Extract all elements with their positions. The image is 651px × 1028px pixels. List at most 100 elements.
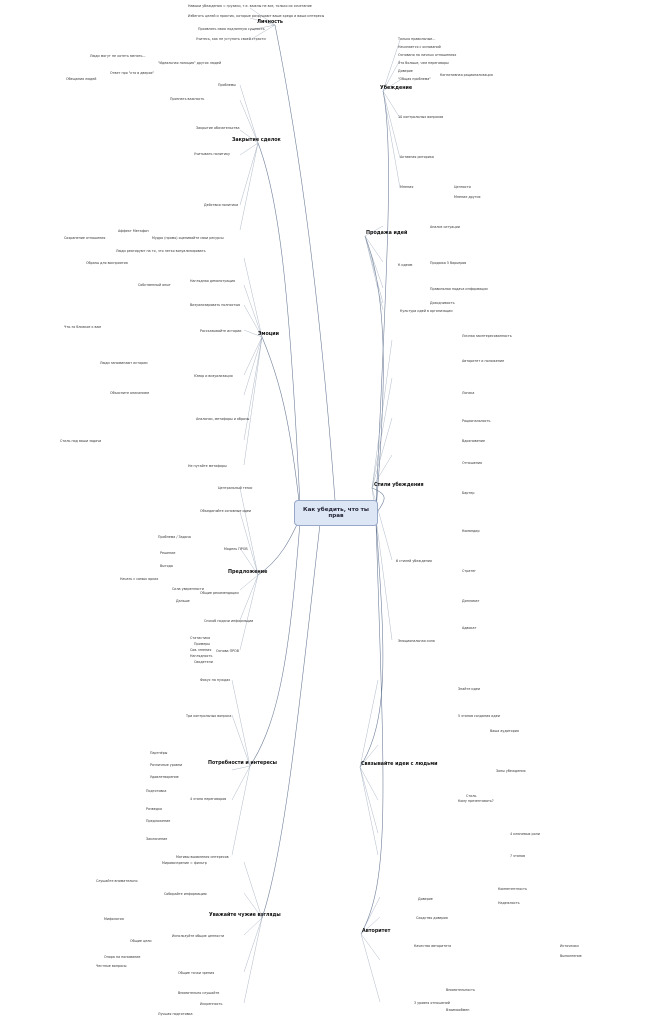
topic-ubezhdenie[interactable]: Убеждение — [380, 86, 413, 91]
leaf: Аффект Метафон — [118, 229, 149, 233]
leaf: Мнения — [400, 185, 414, 189]
leaf: Люди запоминают истории — [100, 361, 148, 365]
topic-potrebnosti[interactable]: Потребности и интересы — [208, 761, 277, 766]
leaf: Основа ПРОВ — [216, 649, 239, 653]
leaf: Люди реагируют на то, что легко визуализ… — [116, 249, 206, 253]
leaf: Не путайте метафоры — [188, 464, 227, 468]
leaf: Правильная подача информации — [430, 287, 488, 291]
leaf: Общие цели — [130, 939, 152, 943]
leaf: "Общая проблема" — [398, 77, 431, 81]
leaf: Модель ПРОВ — [224, 547, 248, 551]
leaf: Только правильные... — [398, 37, 436, 41]
leaf: Объединяйте основные идеи — [200, 509, 252, 513]
leaf: Зоны убеждения — [496, 769, 526, 773]
leaf: Общие точки зрения — [178, 971, 215, 975]
leaf: Источники — [560, 944, 579, 948]
leaf: Командир — [462, 529, 480, 533]
leaf: Культура идей в организации — [400, 309, 453, 313]
leaf: Мнение других — [454, 195, 481, 199]
leaf: Компетентность — [498, 887, 527, 891]
leaf: Учитесь, как не уступать своей страсти — [196, 37, 266, 41]
leaf: Собирайте информацию — [164, 892, 207, 896]
leaf: Партнёры — [150, 751, 168, 755]
central-topic[interactable]: Как убедить, что ты прав — [294, 500, 378, 526]
leaf: Разведка — [146, 807, 163, 811]
leaf: Люди могут не хотеть менять... — [90, 54, 146, 58]
topic-zakrytye[interactable]: Закрытие сделок — [232, 138, 281, 143]
leaf: Фокус на нуждах — [200, 678, 231, 682]
leaf: Доверие — [418, 897, 433, 901]
leaf: Свидетели — [194, 660, 213, 664]
leaf: Решение — [160, 551, 176, 555]
leaf: Эмоциональная сила — [398, 639, 435, 643]
leaf: Избегать целей и практик, которые разруш… — [188, 14, 325, 18]
leaf: Отношения — [462, 461, 483, 465]
leaf: Логика — [462, 391, 475, 395]
leaf: Когнитивная рационализация — [440, 73, 493, 77]
leaf: Закрытие обязательства — [196, 126, 240, 130]
leaf: Сов. мнения — [190, 648, 212, 652]
topic-avtoritet[interactable]: Авторитет — [362, 929, 391, 934]
leaf: 4 этапа переговоров — [190, 797, 227, 801]
leaf: Заключение — [146, 837, 168, 841]
leaf: Мудро (прямо) оценивайте свои ресурсы — [152, 236, 224, 240]
leaf: 3 уровня отношений — [414, 1001, 450, 1005]
leaf: Доверие — [398, 69, 413, 73]
leaf: Выгода — [160, 564, 173, 568]
leaf: Рассказывайте истории — [200, 329, 242, 333]
leaf: Статистика — [190, 636, 211, 640]
leaf: 10 контрольных вопросов — [398, 115, 444, 119]
topic-vzgliady[interactable]: Уважайте чужие взгляды — [209, 913, 281, 918]
leaf: Честные вопросы — [96, 964, 127, 968]
leaf: Наглядность — [190, 654, 213, 658]
leaf: Знайте идеи — [458, 687, 481, 691]
leaf: Подготовка — [146, 789, 167, 793]
leaf: Слушайте внимательно — [96, 879, 138, 883]
leaf: Ваша аудитория — [490, 729, 519, 733]
leaf: Удовлетворение — [150, 775, 179, 779]
leaf: Адвокат — [462, 626, 477, 630]
leaf: "Идеальная позиция" других людей — [158, 61, 222, 65]
leaf: Обещания людей — [66, 77, 97, 81]
leaf: Предложение — [146, 819, 171, 823]
leaf: 4 ключевых роли — [510, 832, 540, 836]
leaf: Рациональность — [462, 419, 491, 423]
leaf: Кому презентовать? — [458, 799, 494, 803]
leaf: Общие рекомендации — [200, 591, 239, 595]
leaf: Мировоззрение = фильтр — [162, 861, 207, 865]
leaf: 6 стилей убеждения — [396, 559, 432, 563]
leaf: Стратег — [462, 569, 477, 573]
leaf: Сила уверенности — [172, 587, 204, 591]
leaf: Аналогии, метафоры и образы — [196, 417, 250, 421]
leaf: Действия политики — [204, 203, 239, 207]
leaf: Внимательность — [446, 988, 475, 992]
leaf: Проблемы — [218, 83, 236, 87]
leaf: Ответ про "кто в дверях" — [110, 71, 155, 75]
topic-prodazha[interactable]: Продажа идей — [366, 231, 408, 236]
leaf: Собственный опыт — [138, 283, 171, 287]
leaf: Дальше — [176, 599, 190, 603]
leaf: Анализ ситуации — [430, 225, 460, 229]
leaf: Основано на личных отношениях — [398, 53, 457, 57]
topic-lichnost[interactable]: Личность — [257, 20, 283, 25]
leaf: Бартер — [462, 491, 475, 495]
topic-predlozhenie[interactable]: Предложение — [228, 570, 268, 575]
leaf: Наглядная демонстрация — [190, 279, 235, 283]
leaf: Надежность — [498, 901, 520, 905]
leaf: Дипломат — [462, 599, 480, 603]
leaf: Стиль — [466, 794, 477, 798]
leaf: Начинается с оснований — [398, 45, 441, 49]
leaf: Внимательно слушайте — [178, 991, 220, 995]
leaf: К идеям — [398, 263, 413, 267]
topic-stili[interactable]: Стили убеждения — [374, 483, 424, 488]
leaf: Объясните описанием — [110, 391, 150, 395]
leaf: 7 этапов — [510, 854, 526, 858]
topic-svyazyvat[interactable]: Связывайте идеи с людьми — [361, 762, 438, 767]
leaf: Навыки убеждения = грузики, т.е. важны н… — [188, 4, 312, 8]
leaf: Признать важность — [170, 97, 205, 101]
topic-emocii[interactable]: Эмоции — [258, 332, 280, 337]
leaf: Центральный тезис — [218, 486, 253, 490]
leaf: Сходство доверия — [416, 916, 448, 920]
leaf: Стиль под ваши задачи — [60, 439, 102, 443]
